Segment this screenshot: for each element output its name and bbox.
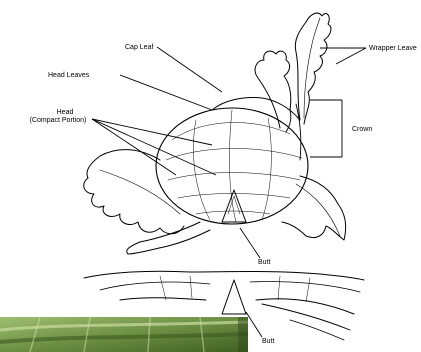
label-compact-portion: (Compact Portion) — [30, 117, 87, 124]
label-cap-leaf: Cap Leaf — [125, 44, 153, 51]
outer-leaf-right — [282, 176, 346, 240]
label-wrapper-leaves: Wrapper Leave — [369, 45, 417, 52]
lettuce-illustration-main — [84, 13, 346, 254]
label-crown: Crown — [352, 126, 372, 133]
butt-wedge-lower — [222, 280, 246, 314]
field-photo — [0, 317, 248, 352]
butt-wedge — [222, 190, 246, 222]
crown-stem — [296, 104, 301, 160]
label-head-leaves: Head Leaves — [48, 72, 90, 79]
wrapper-leaf-right — [295, 13, 331, 124]
wrapper-leaf-mid — [255, 51, 291, 132]
head-texture — [166, 110, 302, 222]
label-head: Head — [57, 109, 74, 116]
head-compact — [156, 108, 308, 224]
label-butt-top: Butt — [258, 259, 271, 266]
outer-leaf-left — [84, 150, 184, 234]
label-butt-bottom: Butt — [262, 338, 275, 345]
